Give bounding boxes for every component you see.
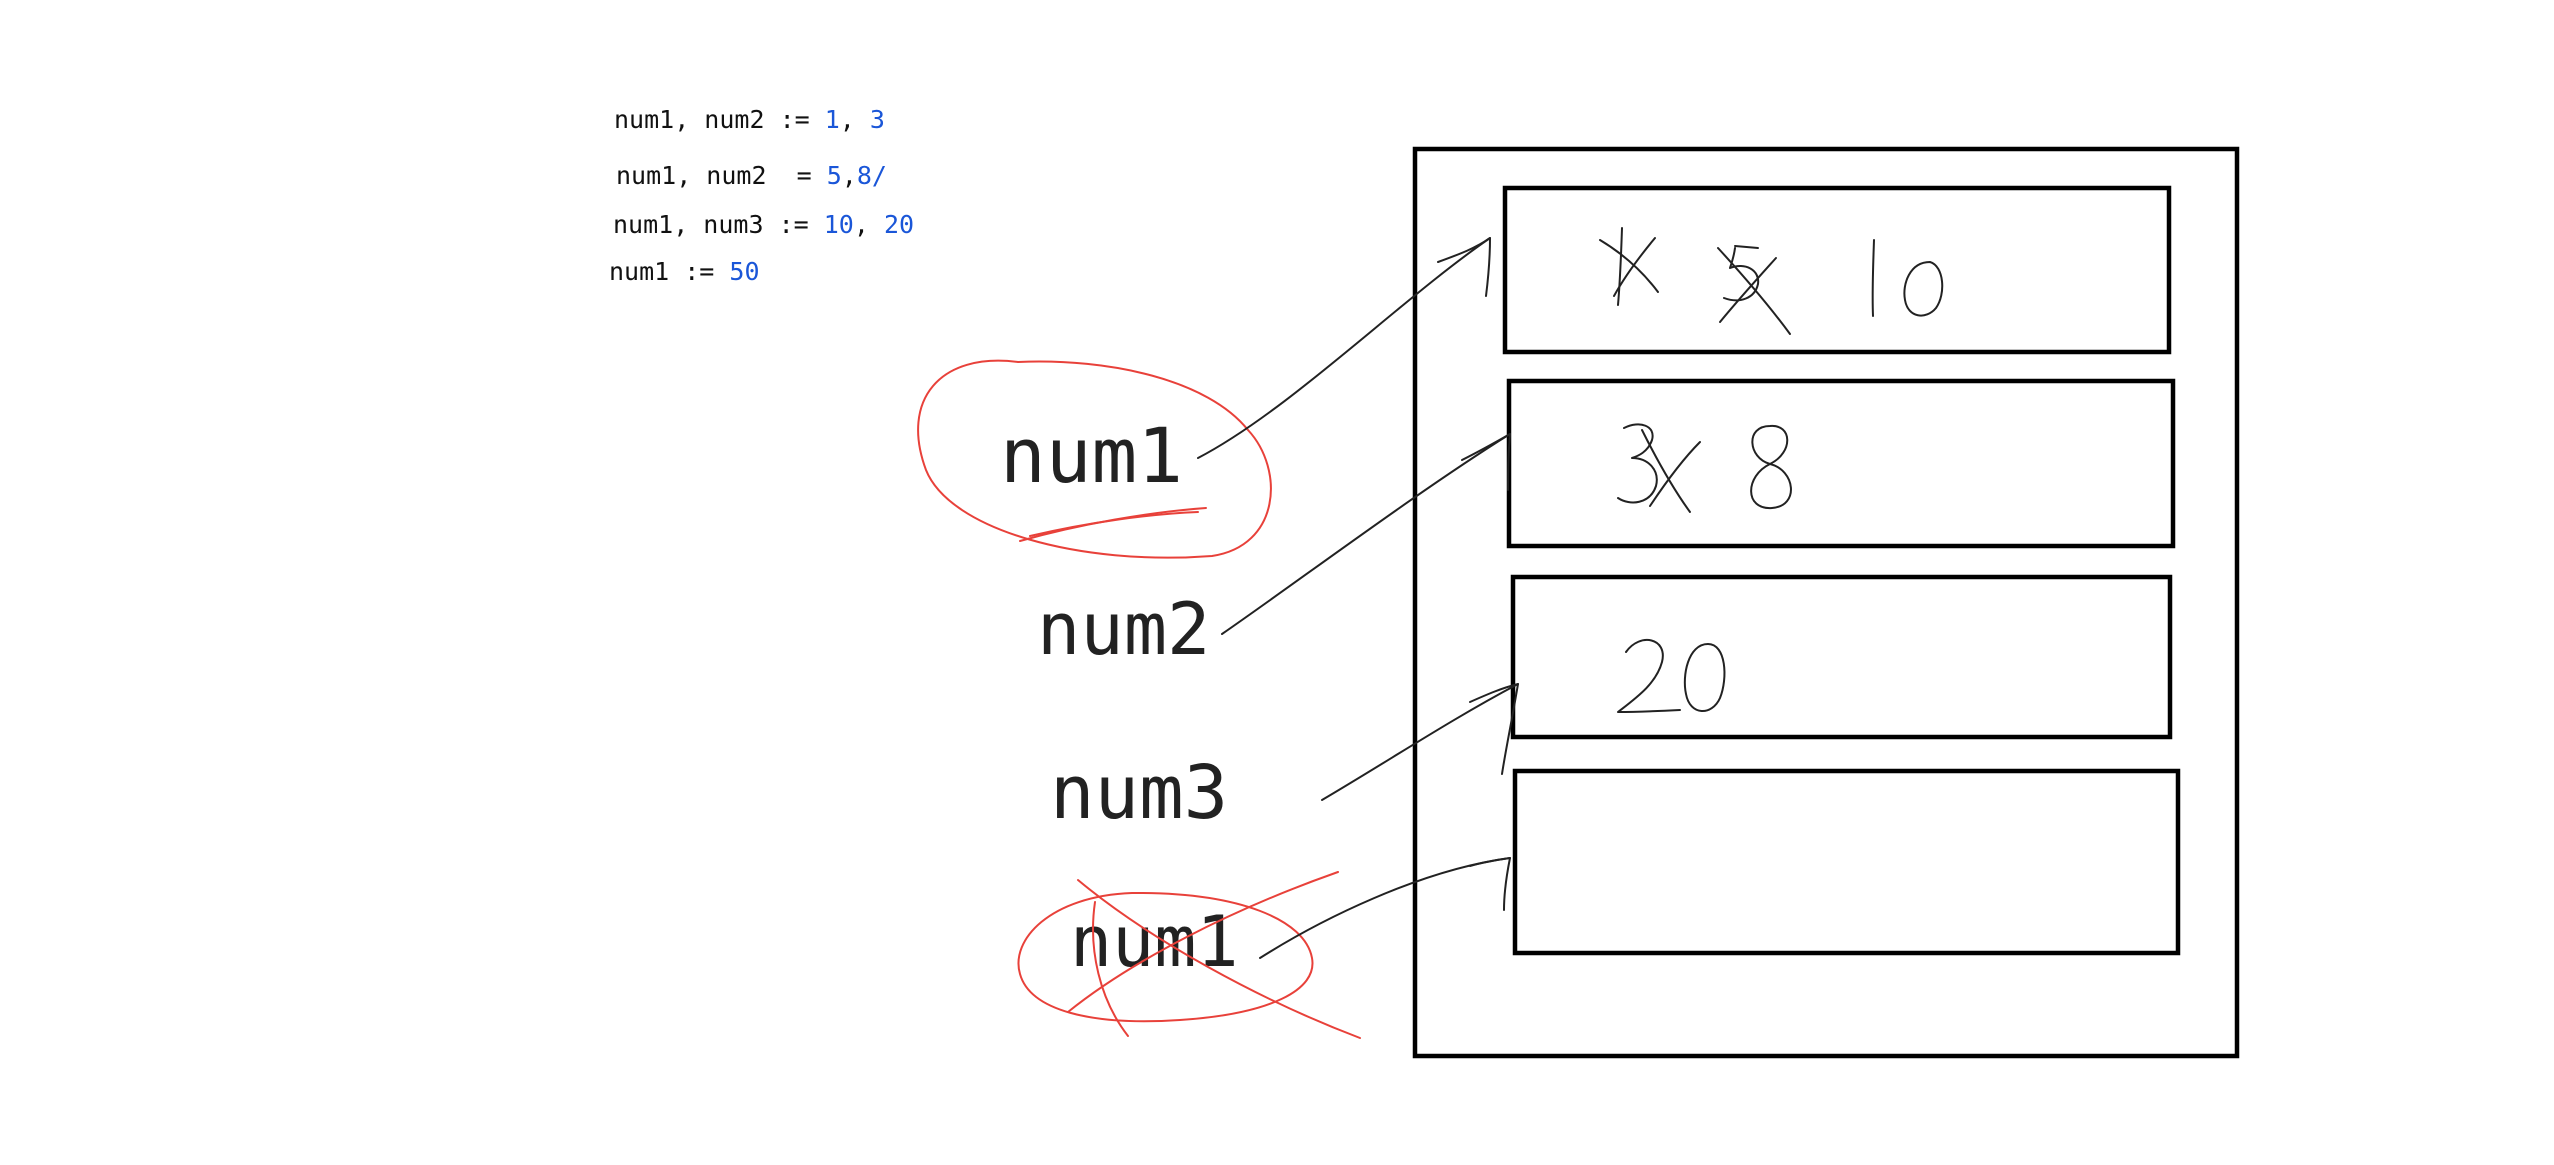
red-circle-num1 xyxy=(917,359,1272,559)
var-label-num1: num1 xyxy=(917,359,1272,559)
code-line-4: num1 := 50 xyxy=(609,257,760,286)
memory-cell-2 xyxy=(1506,378,2176,549)
cell-1-contents xyxy=(1599,227,1944,335)
var-label-num3: num3 xyxy=(1050,750,1228,836)
arrow-num1-second-to-cell4 xyxy=(1259,857,1511,959)
memory-cell-3 xyxy=(1510,574,2173,740)
memory-block xyxy=(1412,146,2240,1059)
var-label-num3-text: num3 xyxy=(1050,750,1228,836)
red-circle-num1-second xyxy=(1017,891,1314,1023)
memory-cell-1 xyxy=(1502,185,2172,355)
memory-outer-box xyxy=(1412,146,2240,1059)
arrow-num1-to-cell1 xyxy=(1197,237,1491,459)
cell-2-contents xyxy=(1617,423,1792,513)
var-label-num1-second: num1 xyxy=(1017,871,1361,1039)
code-line-2: num1, num2 = 5,8/ xyxy=(616,161,887,190)
struck-value-1 xyxy=(1599,227,1659,306)
cell-2-value-8 xyxy=(1750,424,1792,510)
code-line-3: num1, num3 := 10, 20 xyxy=(613,210,914,239)
code-line-1: num1, num2 := 1, 3 xyxy=(614,105,885,134)
red-cross-stroke-3 xyxy=(1092,901,1129,1037)
var-label-num1-text: num1 xyxy=(1000,411,1183,500)
code-snippet: num1, num2 := 1, 3 num1, num2 = 5,8/ num… xyxy=(609,105,914,286)
memory-cell-4 xyxy=(1512,768,2181,956)
red-cross-stroke-1 xyxy=(1077,879,1361,1039)
struck-value-3 xyxy=(1617,423,1701,513)
cell-1-value-10 xyxy=(1871,239,1944,317)
arrow-num3-to-cell3 xyxy=(1321,683,1519,801)
red-cross-stroke-2 xyxy=(1067,871,1339,1013)
struck-value-5 xyxy=(1717,245,1791,335)
var-label-num2-text: num2 xyxy=(1037,587,1210,671)
var-label-num2: num2 xyxy=(1037,587,1210,671)
cell-3-contents xyxy=(1617,639,1726,713)
arrow-num2-to-cell2 xyxy=(1221,433,1511,635)
